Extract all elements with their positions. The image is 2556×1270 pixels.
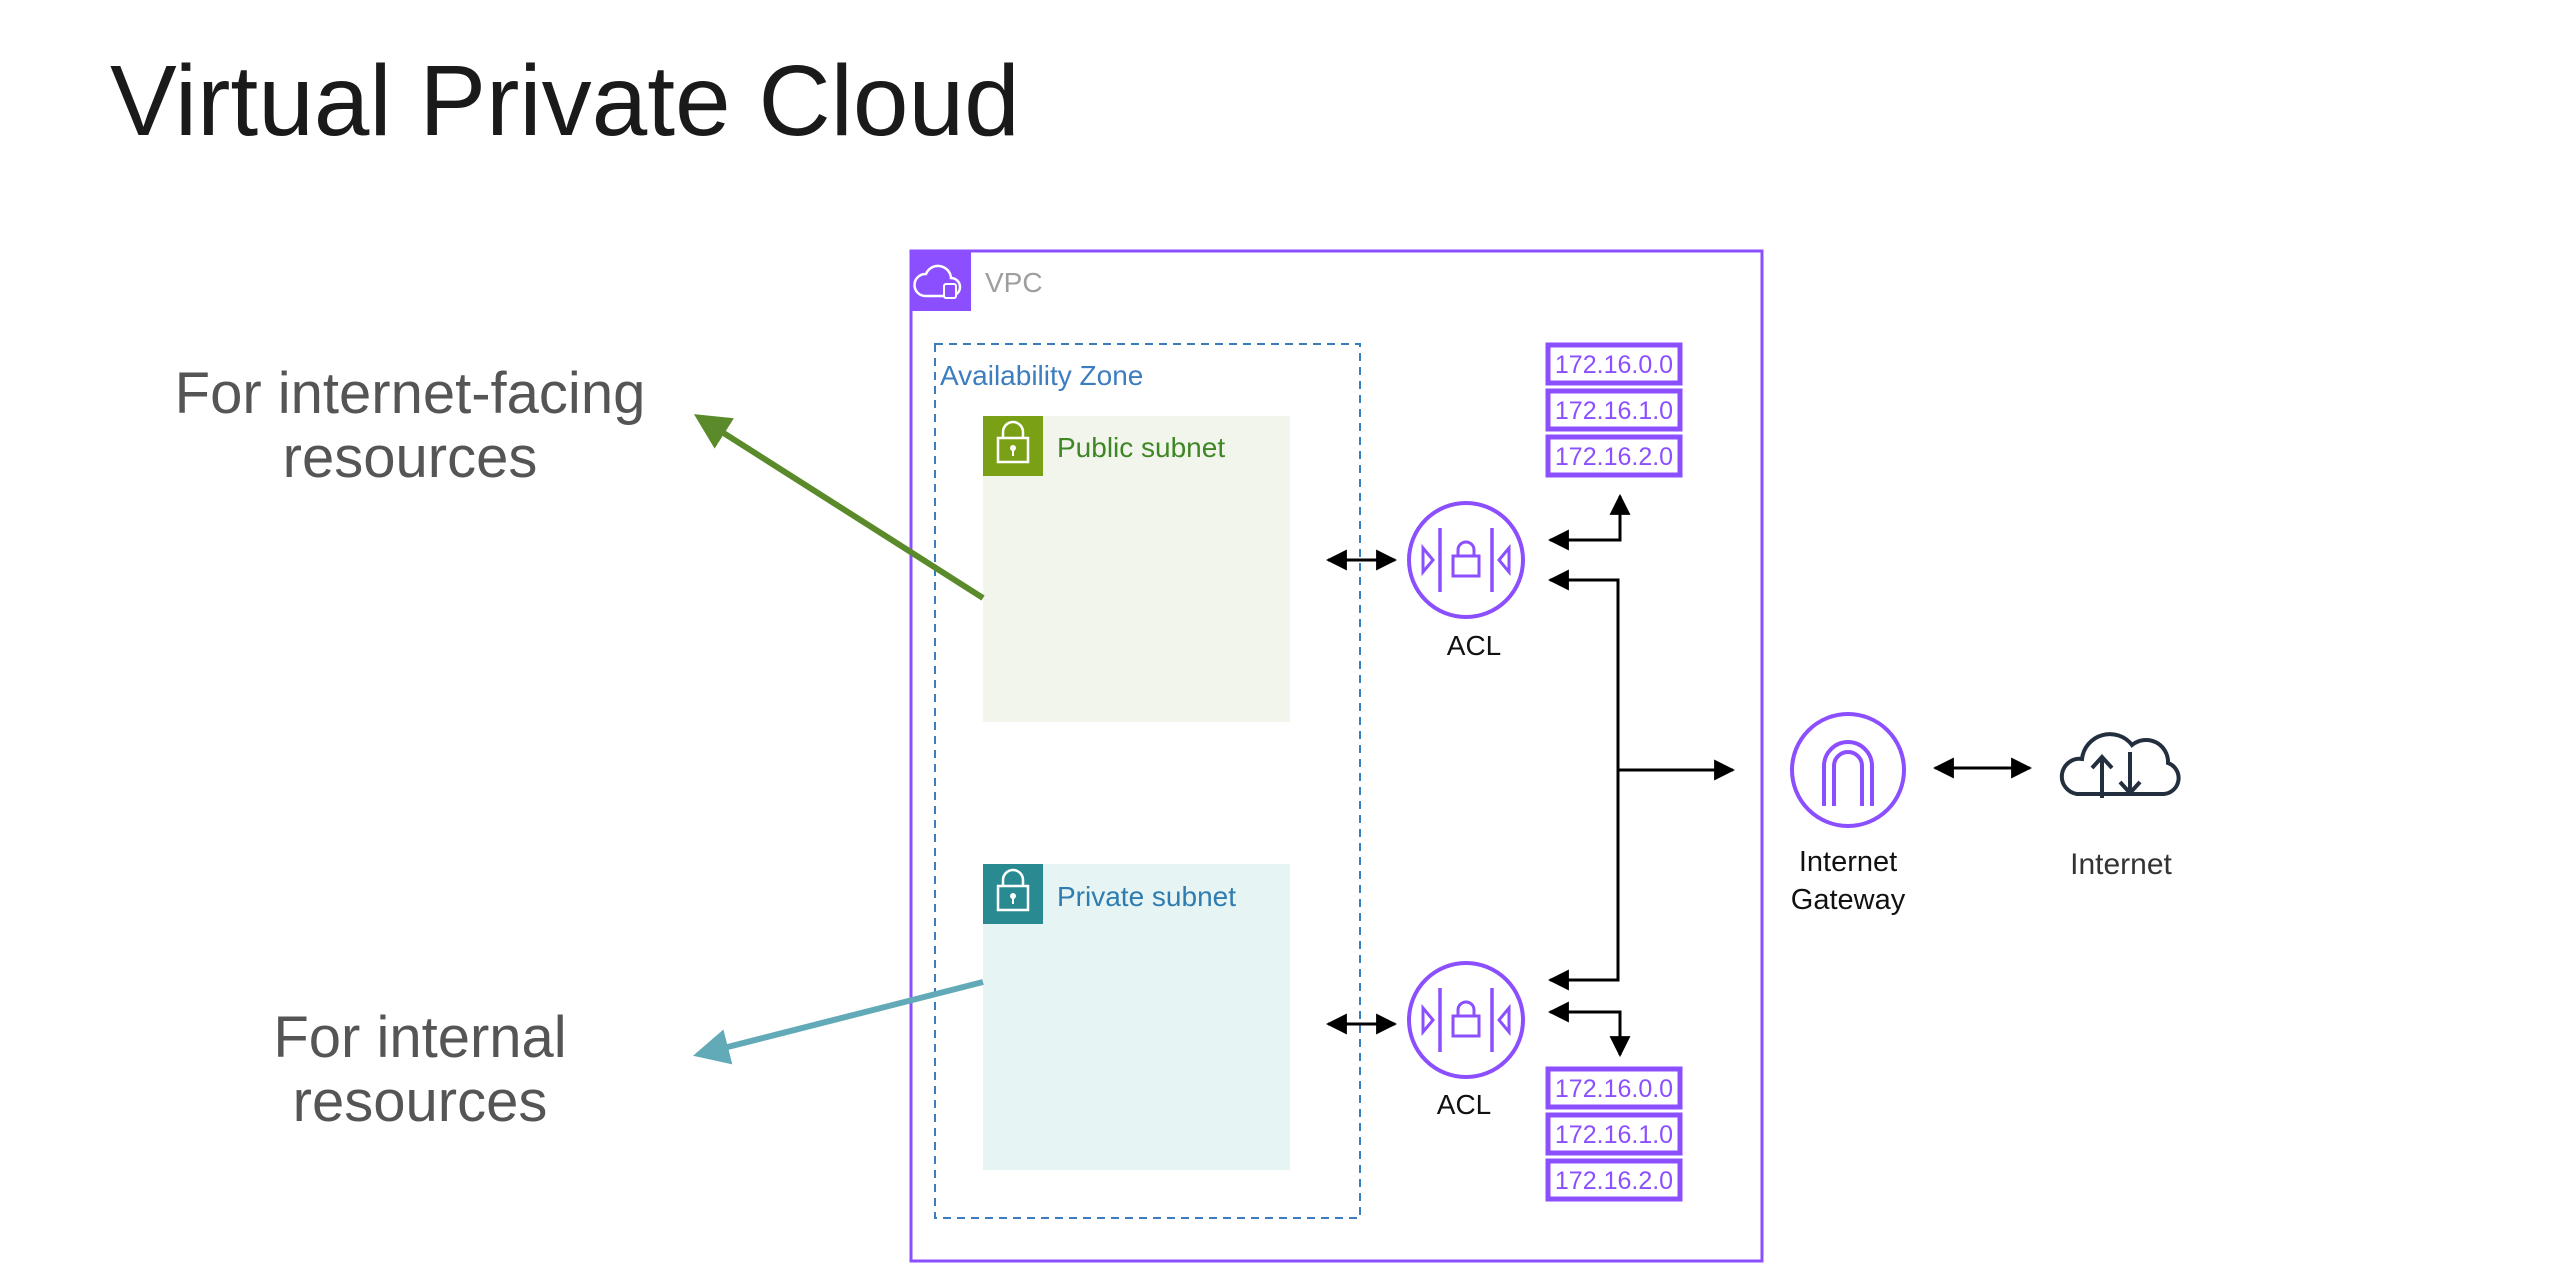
route-table-bottom-entry: 172.16.0.0 — [1555, 1075, 1673, 1103]
route-table-top-entry: 172.16.2.0 — [1555, 443, 1673, 471]
public-subnet-lock-icon — [983, 416, 1043, 476]
route-table-top: 172.16.0.0 172.16.1.0 172.16.2.0 — [1545, 342, 1683, 478]
route-table-bottom-entry: 172.16.2.0 — [1555, 1167, 1673, 1195]
route-table-top-entry: 172.16.0.0 — [1555, 351, 1673, 379]
public-callout-line2: resources — [282, 425, 538, 490]
page-title: Virtual Private Cloud — [110, 45, 1020, 157]
internet-gateway-label-line2: Gateway — [1791, 884, 1906, 916]
internet-gateway-icon — [1790, 712, 1906, 828]
acl-top-icon — [1407, 501, 1525, 619]
internet-cloud-icon — [2059, 732, 2181, 798]
vpc-label: VPC — [985, 267, 1043, 298]
private-callout-line1: For internal — [273, 1005, 567, 1070]
acl-bottom-route-connector — [1547, 1001, 1631, 1058]
private-subnet-lock-icon — [983, 864, 1043, 924]
vpc-boundary — [909, 249, 1764, 1263]
route-table-top-entry: 172.16.1.0 — [1555, 397, 1673, 425]
private-callout-arrow — [693, 979, 984, 1065]
route-table-bottom: 172.16.0.0 172.16.1.0 172.16.2.0 — [1545, 1066, 1683, 1202]
acl-backbone-connector — [1547, 569, 1620, 991]
internet-label: Internet — [2070, 848, 2172, 881]
acl-top-label: ACL — [1447, 630, 1501, 661]
public-callout: For internet-facing resources — [160, 362, 660, 490]
availability-zone-boundary — [934, 343, 1361, 1219]
acl-bottom-label: ACL — [1437, 1089, 1491, 1120]
private-callout-line2: resources — [292, 1069, 548, 1134]
availability-zone-label: Availability Zone — [940, 360, 1143, 391]
public-callout-line1: For internet-facing — [174, 361, 646, 426]
private-subnet-label: Private subnet — [1057, 881, 1236, 912]
vpc-icon — [911, 251, 971, 311]
route-table-bottom-entry: 172.16.1.0 — [1555, 1121, 1673, 1149]
public-callout-arrow — [693, 414, 985, 601]
internet-gateway-label-line1: Internet — [1799, 846, 1897, 878]
acl-bottom-icon — [1407, 961, 1525, 1079]
private-callout: For internal resources — [170, 1006, 670, 1134]
public-subnet-label: Public subnet — [1057, 432, 1225, 463]
acl-top-route-connector — [1547, 493, 1631, 551]
